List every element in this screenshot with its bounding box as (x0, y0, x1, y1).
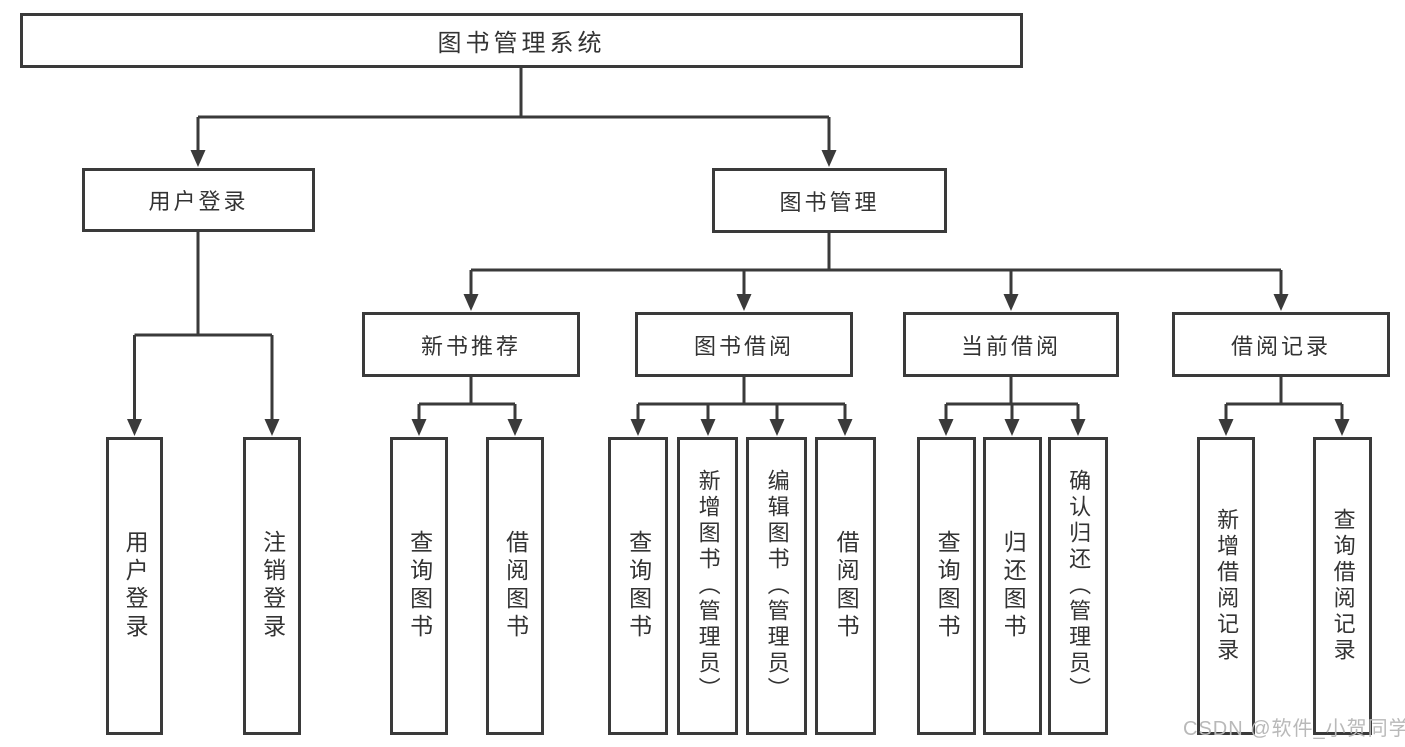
leaf-label: 查询借阅记录 (1330, 508, 1356, 664)
leaf-label: 借阅图书 (833, 530, 860, 642)
csdn-watermark: CSDN @软件_小贺同学 (1183, 718, 1405, 740)
node-book-borrowing: 图书借阅 (635, 312, 853, 377)
leaf-add-books-admin: 新增图书（管理员） (677, 437, 738, 735)
arrowheads (127, 150, 1350, 436)
node-label: 当前借阅 (960, 333, 1061, 359)
leaf-label: 注销登录 (259, 530, 286, 642)
node-label: 借阅记录 (1230, 333, 1331, 359)
leaf-edit-books-admin: 编辑图书（管理员） (746, 437, 807, 735)
leaf-label: 编辑图书（管理员） (764, 469, 790, 703)
node-book-management: 图书管理 (712, 168, 947, 233)
node-label: 图书管理系统 (437, 30, 606, 57)
leaf-add-borrow-record: 新增借阅记录 (1197, 437, 1255, 735)
leaf-label: 确认归还（管理员） (1066, 469, 1092, 703)
node-root: 图书管理系统 (20, 13, 1023, 68)
leaf-query-books: 查询图书 (608, 437, 668, 735)
node-label: 图书管理 (779, 189, 880, 215)
leaf-label: 借阅图书 (502, 530, 529, 642)
node-label: 新书推荐 (420, 333, 521, 359)
node-label: 用户登录 (148, 189, 249, 214)
leaf-label: 新增借阅记录 (1214, 508, 1240, 664)
leaf-return-books: 归还图书 (983, 437, 1042, 735)
node-new-book-recommend: 新书推荐 (362, 312, 580, 377)
leaf-label: 归还图书 (1000, 530, 1027, 642)
leaf-label: 查询图书 (934, 530, 961, 642)
leaf-query-books: 查询图书 (390, 437, 448, 735)
leaf-borrow-books: 借阅图书 (486, 437, 544, 735)
node-borrow-records: 借阅记录 (1172, 312, 1390, 377)
leaf-query-books: 查询图书 (917, 437, 976, 735)
node-current-borrowing: 当前借阅 (903, 312, 1119, 377)
node-label: 图书借阅 (693, 333, 794, 359)
leaf-confirm-return-admin: 确认归还（管理员） (1048, 437, 1108, 735)
leaf-label: 查询图书 (406, 530, 433, 642)
leaf-user-login: 用户登录 (106, 437, 163, 735)
leaf-query-borrow-record: 查询借阅记录 (1313, 437, 1372, 735)
leaf-borrow-books: 借阅图书 (815, 437, 876, 735)
leaf-label: 新增图书（管理员） (695, 469, 721, 703)
leaf-label: 查询图书 (625, 530, 652, 642)
node-user-login: 用户登录 (82, 168, 315, 232)
leaf-logout: 注销登录 (243, 437, 301, 735)
leaf-label: 用户登录 (122, 530, 149, 642)
